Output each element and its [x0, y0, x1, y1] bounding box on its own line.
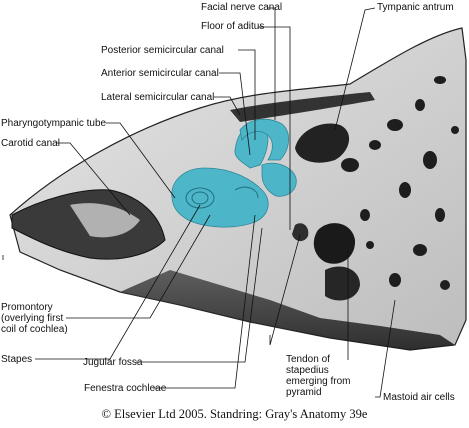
label-pharyngotympanic-tube: Pharyngotympanic tube	[1, 118, 107, 129]
label-floor-of-aditus: Floor of aditus	[201, 21, 265, 32]
lower-cavity	[325, 266, 360, 301]
tympanic-antrum-cavity	[295, 123, 350, 163]
lower-surface-shadow	[120, 270, 455, 350]
label-jugular-fossa: Jugular fossa	[83, 357, 143, 368]
label-stapes: Stapes	[1, 354, 33, 365]
small-cavity	[292, 223, 309, 242]
label-tendon-of-stapedius: Tendon of stapedius emerging from pyrami…	[286, 354, 351, 398]
mastoid-cells	[341, 76, 459, 290]
label-facial-nerve-canal: Facial nerve canal	[201, 2, 283, 13]
leader-lines	[2, 7, 396, 398]
label-promontory: Promontory (overlying first coil of coch…	[1, 302, 68, 335]
label-carotid-canal: Carotid canal	[1, 138, 60, 149]
label-lateral-semicircular-canal: Lateral semicircular canal	[101, 92, 215, 103]
copyright-credit: © Elsevier Ltd 2005. Standring: Gray's A…	[101, 407, 368, 421]
ossicle-region	[70, 203, 140, 238]
jugular-fossa-cavity	[313, 223, 356, 264]
cochlea-detail	[185, 186, 259, 209]
label-fenestra-cochleae: Fenestra cochleae	[84, 383, 167, 394]
label-tympanic-antrum: Tympanic antrum	[377, 2, 454, 13]
upper-groove	[230, 92, 375, 122]
label-anterior-semicircular-canal: Anterior semicircular canal	[101, 68, 219, 79]
label-posterior-semicircular-canal: Posterior semicircular canal	[101, 45, 224, 56]
label-mastoid-air-cells: Mastoid air cells	[383, 392, 455, 403]
